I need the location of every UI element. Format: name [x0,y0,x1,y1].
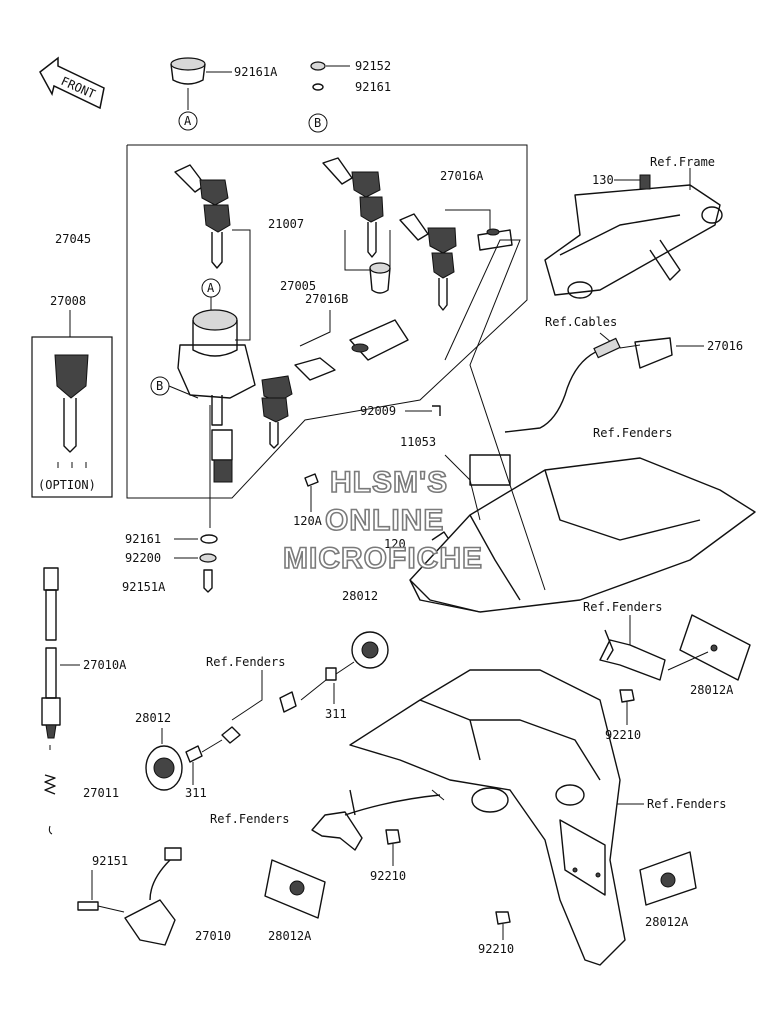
reflector-28012A-right [667,614,751,681]
reflector-mount-left [221,631,389,744]
svg-text:A: A [207,281,215,295]
label-120A: 120A [293,514,323,528]
label-ref-cables: Ref.Cables [545,315,617,329]
label-130: 130 [592,173,614,187]
label-92161-mid: 92161 [125,532,161,546]
callout-b-top: B [308,113,328,133]
label-27010: 27010 [195,929,231,943]
label-27008: 27008 [50,294,86,308]
label-ref-fenders-1: Ref.Fenders [593,426,672,440]
cable-harness [504,332,673,433]
watermark-line-3: MICROFICHE [283,542,483,575]
reflector-28012A-lower-left [264,859,326,919]
label-92200: 92200 [125,551,161,565]
bolt-120A [304,473,319,487]
label-28012-center: 28012 [342,589,378,603]
label-27010A: 27010A [83,658,127,672]
label-27016A: 27016A [440,169,484,183]
reflector-bracket-left [311,789,445,851]
rubber-cap-92161A [170,57,232,110]
key-set-outline [126,144,528,499]
svg-text:B: B [314,116,321,130]
label-option: (OPTION) [38,478,96,492]
label-28012-left: 28012 [135,711,171,725]
washer-92152 [310,61,350,91]
svg-text:A: A [184,114,192,128]
label-28012A-lower-left: 28012A [268,929,312,943]
washer-stack [199,405,218,593]
label-27011: 27011 [83,786,119,800]
screw-92009 [432,405,441,416]
key-21007 [174,164,231,269]
label-ref-fenders-2: Ref.Fenders [206,655,285,669]
nut-92210-lower [385,829,401,845]
label-92151: 92151 [92,854,128,868]
watermark-line-2: ONLINE [325,504,444,537]
label-92210-upper: 92210 [605,728,641,742]
front-arrow-icon: FRONT [39,56,105,110]
label-311-right: 311 [325,707,347,721]
label-28012A-lower-right: 28012A [645,915,689,929]
rear-mudguard [349,669,626,966]
label-27005: 27005 [280,279,316,293]
label-92151A: 92151A [122,580,166,594]
rear-fender-tray-28012 [409,239,756,613]
label-92152: 92152 [355,59,391,73]
watermark-line-1: HLSM'S [330,466,448,499]
label-ref-fenders-5: Ref.Fenders [210,812,289,826]
lock-cylinder-27005 [369,262,391,294]
label-11053: 11053 [400,435,436,449]
reflector-28012-left [145,728,223,791]
watermark: HLSM'S ONLINE MICROFICHE [282,465,483,576]
label-311-left: 311 [185,786,207,800]
label-92210-bottom: 92210 [478,942,514,956]
bolt-120 [431,531,449,541]
label-27016: 27016 [707,339,743,353]
switch-27010 [77,847,182,946]
label-92009: 92009 [360,404,396,418]
key-27005 [322,157,384,258]
svg-text:B: B [156,379,163,393]
label-92161-top: 92161 [355,80,391,94]
nut-92210-bottom [495,911,511,925]
nut-92210-upper [619,689,635,703]
option-key-box [31,336,113,498]
ignition-switch-27005: A B [150,278,256,483]
label-ref-fenders-3: Ref.Fenders [583,600,662,614]
reflector-bracket-right [599,615,666,681]
label-27045: 27045 [55,232,91,246]
sensor-27010A [41,567,61,835]
label-ref-frame: Ref.Frame [650,155,715,169]
callout-a-top: A [178,111,198,131]
label-92210-lower: 92210 [370,869,406,883]
label-ref-fenders-4: Ref.Fenders [647,797,726,811]
label-120: 120 [384,537,406,551]
label-28012A-right: 28012A [690,683,734,697]
label-27016B: 27016B [305,292,348,306]
frame-bracket [544,174,723,299]
label-92161A: 92161A [234,65,278,79]
label-21007: 21007 [268,217,304,231]
key-27016B [261,319,409,449]
reflector-28012A-lower-right [639,851,697,906]
key-27016A [399,213,513,311]
